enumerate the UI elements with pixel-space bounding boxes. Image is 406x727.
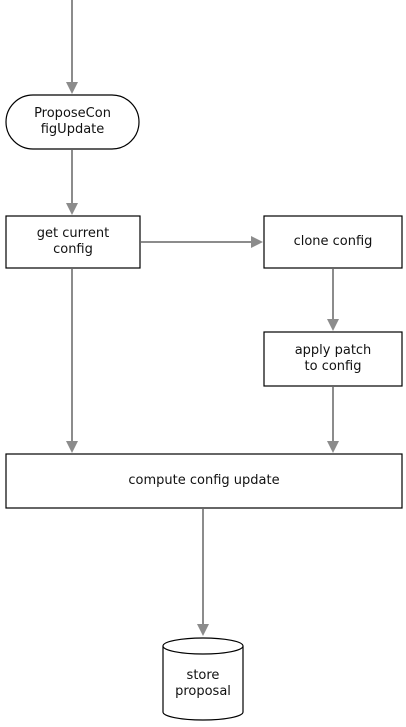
node-store-proposal[interactable] — [162, 637, 244, 721]
arrowhead-get-current-to-compute — [66, 441, 78, 453]
arrowhead-clone-to-apply-patch — [327, 319, 339, 331]
arrowhead-entry-to-propose — [66, 82, 78, 94]
cylinder-top — [162, 637, 244, 655]
node-get-current-config[interactable] — [5, 215, 141, 269]
nodes — [5, 94, 403, 721]
edges — [66, 0, 339, 636]
node-compute-config-update[interactable] — [5, 453, 403, 509]
arrowhead-get-current-to-clone — [251, 236, 263, 248]
node-clone-config[interactable] — [263, 215, 403, 269]
node-apply-patch[interactable] — [263, 331, 403, 387]
cylinder-body — [162, 646, 244, 721]
node-propose-config-update[interactable] — [5, 94, 140, 150]
arrowhead-compute-to-store — [197, 624, 209, 636]
arrowhead-propose-to-get-current — [66, 203, 78, 215]
arrowhead-apply-patch-to-compute — [327, 441, 339, 453]
